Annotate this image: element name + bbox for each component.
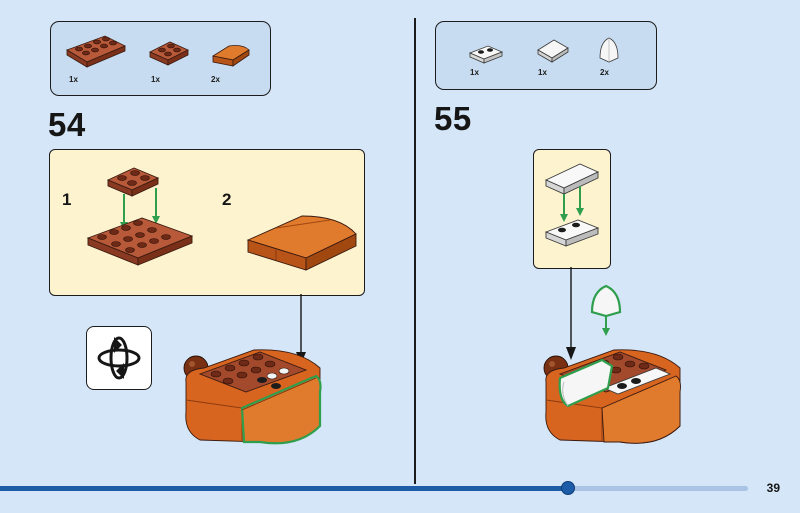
rotate-model-box [86,326,152,390]
rotate-icon [97,336,141,380]
page-divider [414,18,416,484]
parts-list-55: 1x 1x 2x [435,21,657,90]
substep-1-illustration [86,167,194,266]
step-number: 55 [434,100,472,137]
progress-marker [561,481,575,495]
part-white-curve-icon [599,37,619,63]
step-number: 54 [48,106,86,143]
part-white-plate-icon [468,45,504,64]
part-plate-2x4-icon [66,35,126,68]
model-illustration-55 [543,349,681,444]
subassembly-box [533,149,611,269]
part-qty-3: 2x [600,68,609,77]
part-qty-2: 1x [538,68,547,77]
callout-arrow [566,267,576,360]
part-qty-3: 2x [211,75,220,84]
part-qty-1: 1x [470,68,479,77]
part-qty-1: 1x [69,75,78,84]
white-curve-part-highlight [590,284,622,336]
part-curved-slope-icon [211,45,250,67]
page-number: 39 [766,481,780,495]
substep-illustration [544,163,600,247]
part-plate-2x2-icon [149,41,189,66]
progress-fill [0,486,568,491]
progress-bar [0,486,748,491]
subassembly-box: 1 2 [49,149,365,296]
part-qty-2: 1x [151,75,160,84]
substep-2-illustration [246,215,357,271]
part-white-slope-icon [537,39,569,63]
substep-number: 2 [222,190,232,209]
model-illustration-54 [183,349,322,445]
parts-list-54: 1x 1x 2x [50,21,271,96]
substep-number: 1 [62,190,72,209]
